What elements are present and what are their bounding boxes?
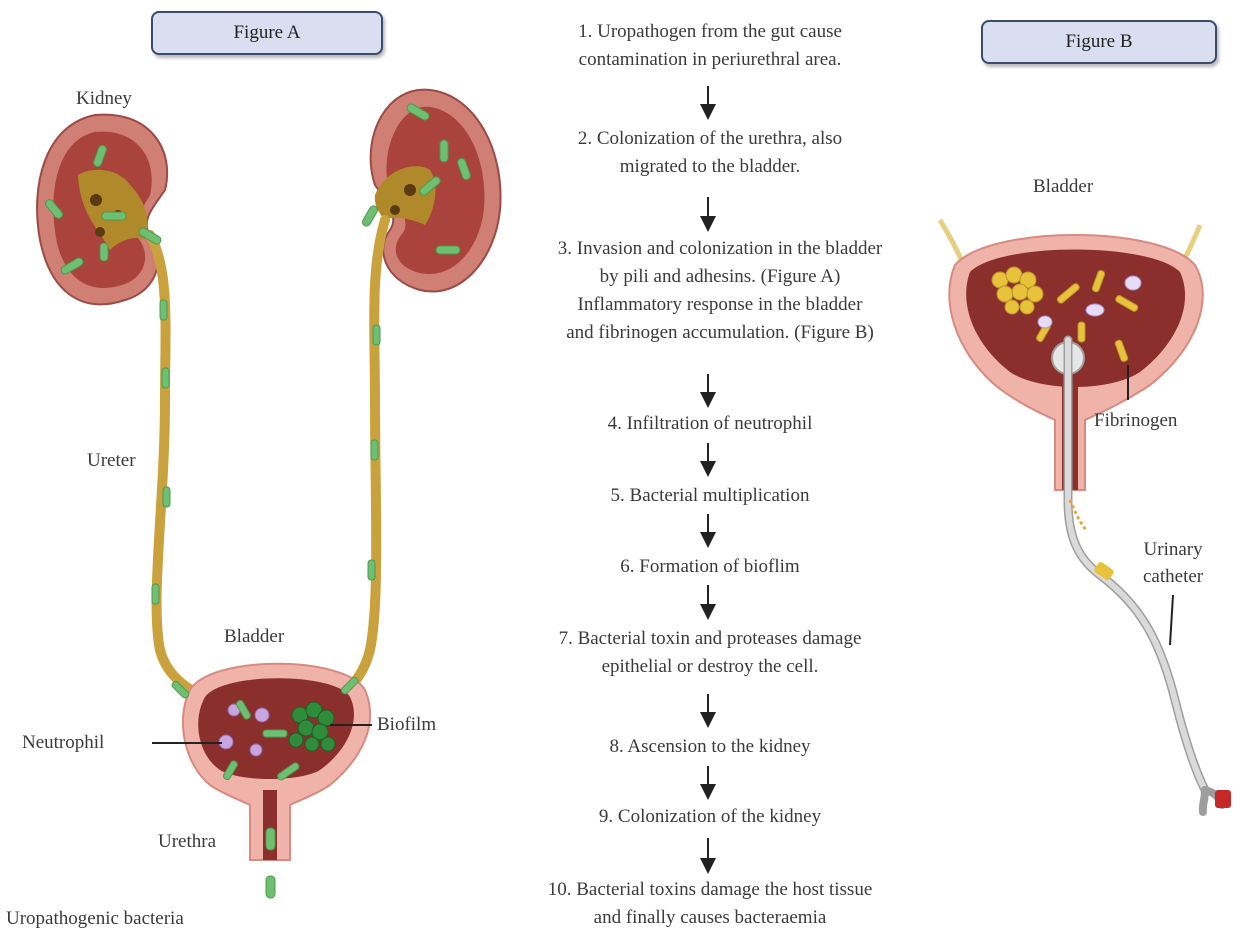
step-8-line-1: 8. Ascension to the kidney — [500, 733, 920, 761]
step-3: 3. Invasion and colonization in the blad… — [495, 235, 945, 347]
step-1-line-2: contamination in periurethral area. — [500, 46, 920, 74]
ureter-label: Ureter — [87, 450, 136, 472]
fibrinogen-label: Fibrinogen — [1094, 410, 1177, 432]
step-9: 9. Colonization of the kidney — [500, 803, 920, 831]
step-2: 2. Colonization of the urethra, also mig… — [500, 125, 920, 181]
step-8: 8. Ascension to the kidney — [500, 733, 920, 761]
step-2-line-1: 2. Colonization of the urethra, also — [500, 125, 920, 153]
left-ureter — [150, 235, 200, 695]
step-3-line-4: and fibrinogen accumulation. (Figure B) — [495, 319, 945, 347]
figure-a-title-box: Figure A — [151, 11, 383, 55]
step-6: 6. Formation of bioflim — [500, 553, 920, 581]
figure-b-title: Figure B — [1065, 31, 1132, 53]
step-10-line-1: 10. Bacterial toxins damage the host tis… — [500, 876, 920, 904]
step-7-line-2: epithelial or destroy the cell. — [500, 653, 920, 681]
kidney-label: Kidney — [76, 88, 132, 110]
step-9-line-1: 9. Colonization of the kidney — [500, 803, 920, 831]
figure-b-title-box: Figure B — [981, 20, 1217, 64]
step-3-line-2: by pili and adhesins. (Figure A) — [495, 263, 945, 291]
bladder-label: Bladder — [224, 626, 284, 648]
step-6-line-1: 6. Formation of bioflim — [500, 553, 920, 581]
figure-b-bladder-label: Bladder — [1033, 176, 1093, 198]
urinary-catheter-label: Urinary catheter — [1143, 536, 1203, 590]
neutrophil-label: Neutrophil — [22, 732, 104, 754]
step-3-line-1: 3. Invasion and colonization in the blad… — [495, 235, 945, 263]
biofilm-label: Biofilm — [377, 714, 436, 736]
step-1: 1. Uropathogen from the gut cause contam… — [500, 18, 920, 74]
step-10: 10. Bacterial toxins damage the host tis… — [500, 876, 920, 932]
step-10-line-2: and finally causes bacteraemia — [500, 904, 920, 932]
urethra-label: Urethra — [158, 831, 216, 853]
urinary-catheter-label-line-1: Urinary — [1143, 536, 1203, 563]
step-3-line-3: Inflammatory response in the bladder — [495, 291, 945, 319]
step-4: 4. Infiltration of neutrophil — [500, 410, 920, 438]
catheter-pointer — [1170, 595, 1173, 645]
step-4-line-1: 4. Infiltration of neutrophil — [500, 410, 920, 438]
step-2-line-2: migrated to the bladder. — [500, 153, 920, 181]
urinary-catheter-label-line-2: catheter — [1143, 563, 1203, 590]
figure-a-title: Figure A — [233, 22, 300, 44]
uropathogenic-bacteria-label: Uropathogenic bacteria — [6, 908, 184, 930]
right-kidney — [371, 90, 501, 292]
step-1-line-1: 1. Uropathogen from the gut cause — [500, 18, 920, 46]
step-7-line-1: 7. Bacterial toxin and proteases damage — [500, 625, 920, 653]
step-7: 7. Bacterial toxin and proteases damage … — [500, 625, 920, 681]
step-5-line-1: 5. Bacterial multiplication — [500, 482, 920, 510]
step-5: 5. Bacterial multiplication — [500, 482, 920, 510]
